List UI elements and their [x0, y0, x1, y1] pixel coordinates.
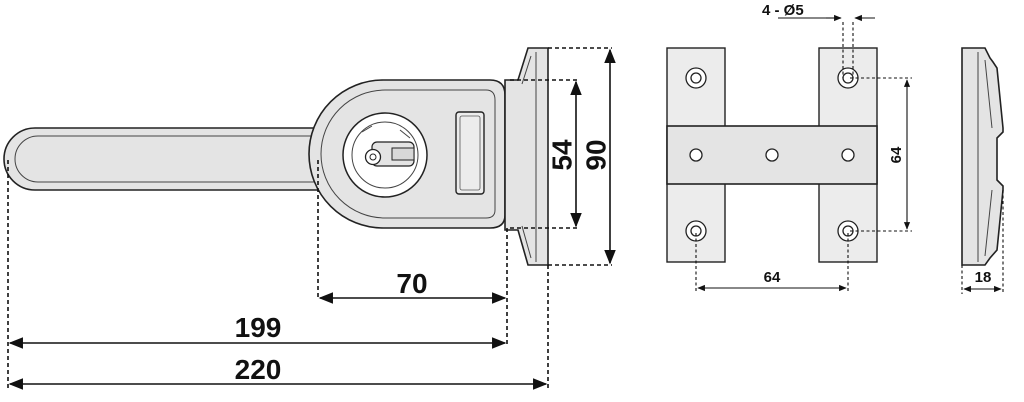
- end-profile-view: [961, 47, 1004, 266]
- dim-64-horizontal-label: 64: [764, 269, 781, 286]
- bolt-bar-inner: [14, 135, 330, 183]
- latch-mechanism: [361, 125, 415, 167]
- dim-18-label: 18: [975, 269, 992, 286]
- dim-199-label: 199: [235, 312, 282, 343]
- latch-ring-inner: [351, 121, 419, 189]
- front-plate-view: [666, 47, 878, 263]
- depth-dimension: 18: [961, 190, 1004, 294]
- profile-outline: [961, 47, 1004, 266]
- holes-label: 4 - Ø5: [762, 2, 804, 19]
- dim-90-label: 90: [580, 139, 611, 170]
- hole-vertical-spacing: 64: [850, 77, 912, 232]
- bolt-bar: [3, 127, 336, 191]
- dim-220-label: 220: [235, 354, 282, 385]
- dim-70-label: 70: [396, 268, 427, 299]
- hole-horizontal-spacing: 64: [695, 233, 849, 292]
- latch-side-view: [3, 47, 549, 266]
- hole-diameter-callout: 4 - Ø5: [762, 2, 875, 78]
- latch-housing-inner: [320, 89, 496, 219]
- dim-64-vertical-label: 64: [888, 146, 905, 163]
- latch-slot: [455, 111, 485, 195]
- dim-54-label: 54: [546, 139, 577, 171]
- crossbar-holes: [689, 148, 855, 162]
- extension-lines: [7, 47, 612, 390]
